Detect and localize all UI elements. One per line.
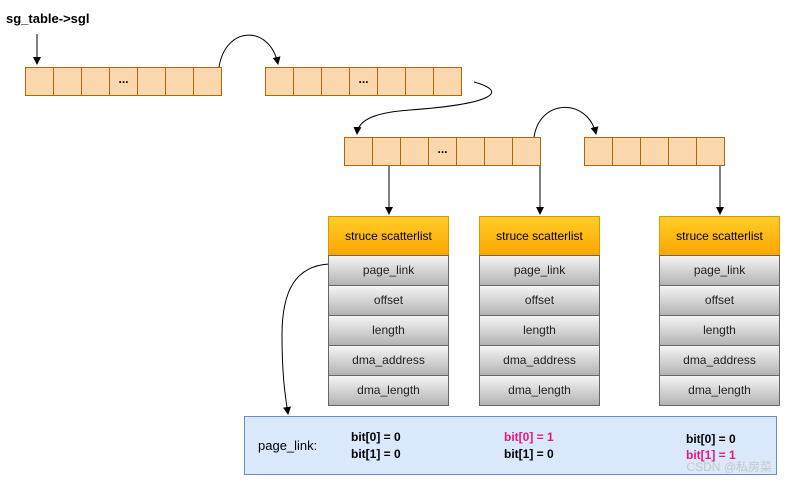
field-dma-length: dma_length: [328, 375, 449, 406]
array-cell: [265, 67, 294, 96]
array-cell: [53, 67, 82, 96]
sg-array-2: ...: [265, 67, 462, 96]
array-cell-ellipsis: ...: [109, 67, 138, 96]
array-cell: [484, 137, 513, 166]
array-cell: [433, 67, 462, 96]
array-cell: [321, 67, 350, 96]
field-page-link: page_link: [659, 255, 780, 286]
bit1-value-2: bit[1] = 0: [504, 447, 554, 461]
array-cell: [193, 67, 222, 96]
chain-arrow-3: [533, 106, 599, 138]
sg-table-sgl-label: sg_table->sgl: [6, 11, 90, 26]
bit1-value-3: bit[1] = 1: [686, 448, 736, 462]
sg-array-3: ...: [344, 137, 541, 166]
array-cell: [584, 137, 613, 166]
array-cell: [165, 67, 194, 96]
array-cell: [372, 137, 401, 166]
field-length: length: [479, 315, 600, 346]
array-cell: [293, 67, 322, 96]
array-cell-ellipsis: ...: [428, 137, 457, 166]
array-cell: [640, 137, 669, 166]
array-cell: [400, 137, 429, 166]
field-offset: offset: [479, 285, 600, 316]
field-dma-address: dma_address: [659, 345, 780, 376]
field-dma-address: dma_address: [328, 345, 449, 376]
struct-header: struce scatterlist: [479, 216, 600, 256]
scatterlist-struct-3: struce scatterlist page_link offset leng…: [659, 216, 780, 406]
field-offset: offset: [328, 285, 449, 316]
field-length: length: [328, 315, 449, 346]
page-link-arrow: [281, 263, 330, 415]
watermark: CSDN @私房菜: [686, 460, 772, 474]
array-cell: [612, 137, 641, 166]
array-cell: [137, 67, 166, 96]
bit1-value-1: bit[1] = 0: [351, 447, 401, 461]
field-dma-length: dma_length: [659, 375, 780, 406]
array-cell: [512, 137, 541, 166]
field-offset: offset: [659, 285, 780, 316]
array-cell: [344, 137, 373, 166]
array-cell-ellipsis: ...: [349, 67, 378, 96]
chain-arrow-1: [218, 34, 281, 68]
array-cell: [377, 67, 406, 96]
page-link-legend-box: [244, 416, 777, 475]
array-cell: [696, 137, 725, 166]
field-dma-address: dma_address: [479, 345, 600, 376]
array-cell: [81, 67, 110, 96]
bit0-value-3: bit[0] = 0: [686, 432, 736, 446]
array-cell: [405, 67, 434, 96]
scatterlist-struct-2: struce scatterlist page_link offset leng…: [479, 216, 600, 406]
struct-header: struce scatterlist: [659, 216, 780, 256]
array-cell: [25, 67, 54, 96]
bit0-value-2: bit[0] = 1: [504, 430, 554, 444]
bit0-value-1: bit[0] = 0: [351, 430, 401, 444]
struct-header: struce scatterlist: [328, 216, 449, 256]
field-dma-length: dma_length: [479, 375, 600, 406]
array-cell: [456, 137, 485, 166]
array-cell: [668, 137, 697, 166]
field-length: length: [659, 315, 780, 346]
sg-array-1: ...: [25, 67, 222, 96]
field-page-link: page_link: [479, 255, 600, 286]
scatterlist-struct-1: struce scatterlist page_link offset leng…: [328, 216, 449, 406]
sg-array-4: [584, 137, 725, 166]
chain-arrow-2: [353, 81, 493, 135]
page-link-legend-label: page_link:: [258, 438, 318, 453]
field-page-link: page_link: [328, 255, 449, 286]
